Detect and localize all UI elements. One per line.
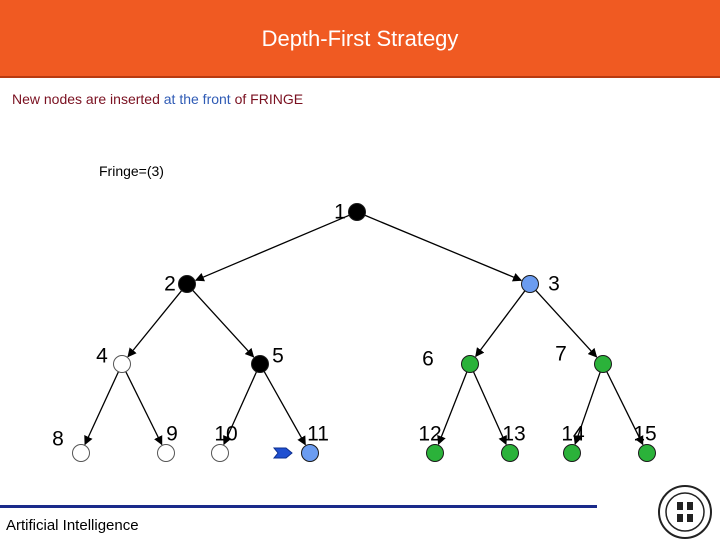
tree-node-3 bbox=[521, 275, 539, 293]
tree-node-10 bbox=[211, 444, 229, 462]
fringe-pointer-icon bbox=[272, 447, 293, 459]
tree-edge-5-11 bbox=[263, 371, 306, 446]
tree-node-label-1: 1 bbox=[334, 201, 346, 224]
tree-node-label-13: 13 bbox=[502, 423, 525, 446]
tree-edge-4-9 bbox=[125, 371, 163, 446]
footer-text: Artificial Intelligence bbox=[6, 517, 139, 534]
subtitle-after: of FRINGE bbox=[230, 91, 304, 107]
slide-title: Depth-First Strategy bbox=[261, 26, 459, 51]
tree-edge-3-7 bbox=[535, 289, 598, 358]
tree-node-8 bbox=[72, 444, 90, 462]
tree-edge-5-10 bbox=[223, 371, 258, 446]
slide-header: Depth-First Strategy bbox=[0, 0, 720, 78]
tree-node-4 bbox=[113, 355, 131, 373]
tree-edge-1-2 bbox=[194, 214, 350, 282]
tree-node-label-15: 15 bbox=[633, 423, 656, 446]
tree-node-6 bbox=[461, 355, 479, 373]
tree-edge-3-6 bbox=[475, 290, 526, 358]
university-seal-icon bbox=[658, 485, 712, 539]
tree-node-7 bbox=[594, 355, 612, 373]
tree-node-label-3: 3 bbox=[548, 273, 560, 296]
subtitle-before: New nodes are inserted bbox=[12, 91, 164, 107]
tree-node-label-9: 9 bbox=[166, 423, 178, 446]
tree-node-13 bbox=[501, 444, 519, 462]
tree-edge-6-12 bbox=[437, 371, 468, 446]
tree-edge-1-3 bbox=[364, 214, 523, 282]
tree-node-15 bbox=[638, 444, 656, 462]
tree-node-2 bbox=[178, 275, 196, 293]
tree-node-label-6: 6 bbox=[422, 348, 434, 371]
tree-edge-6-13 bbox=[472, 371, 507, 446]
tree-node-12 bbox=[426, 444, 444, 462]
tree-edge-2-5 bbox=[192, 289, 255, 358]
tree-edge-2-4 bbox=[127, 290, 183, 358]
tree-node-label-10: 10 bbox=[214, 423, 237, 446]
tree-node-label-12: 12 bbox=[418, 423, 441, 446]
tree-node-label-8: 8 bbox=[52, 428, 64, 451]
footer-divider bbox=[0, 505, 597, 508]
tree-node-5 bbox=[251, 355, 269, 373]
tree-node-label-4: 4 bbox=[96, 345, 108, 368]
tree-node-9 bbox=[157, 444, 175, 462]
tree-node-label-14: 14 bbox=[561, 423, 585, 446]
tree-node-14 bbox=[563, 444, 581, 462]
tree-node-1 bbox=[348, 203, 366, 221]
fringe-label: Fringe=(3) bbox=[99, 163, 164, 179]
tree-node-label-2: 2 bbox=[164, 273, 176, 296]
tree-edge-4-8 bbox=[84, 371, 120, 446]
tree-node-11 bbox=[301, 444, 319, 462]
tree-edge-7-15 bbox=[606, 371, 644, 446]
tree-node-label-7: 7 bbox=[555, 343, 567, 366]
tree-edge-7-14 bbox=[573, 371, 601, 445]
tree-node-label-5: 5 bbox=[272, 345, 284, 368]
subtitle-highlight: at the front bbox=[163, 91, 231, 107]
subtitle: New nodes are inserted at the front of F… bbox=[12, 91, 303, 107]
tree-node-label-11: 11 bbox=[307, 423, 329, 446]
